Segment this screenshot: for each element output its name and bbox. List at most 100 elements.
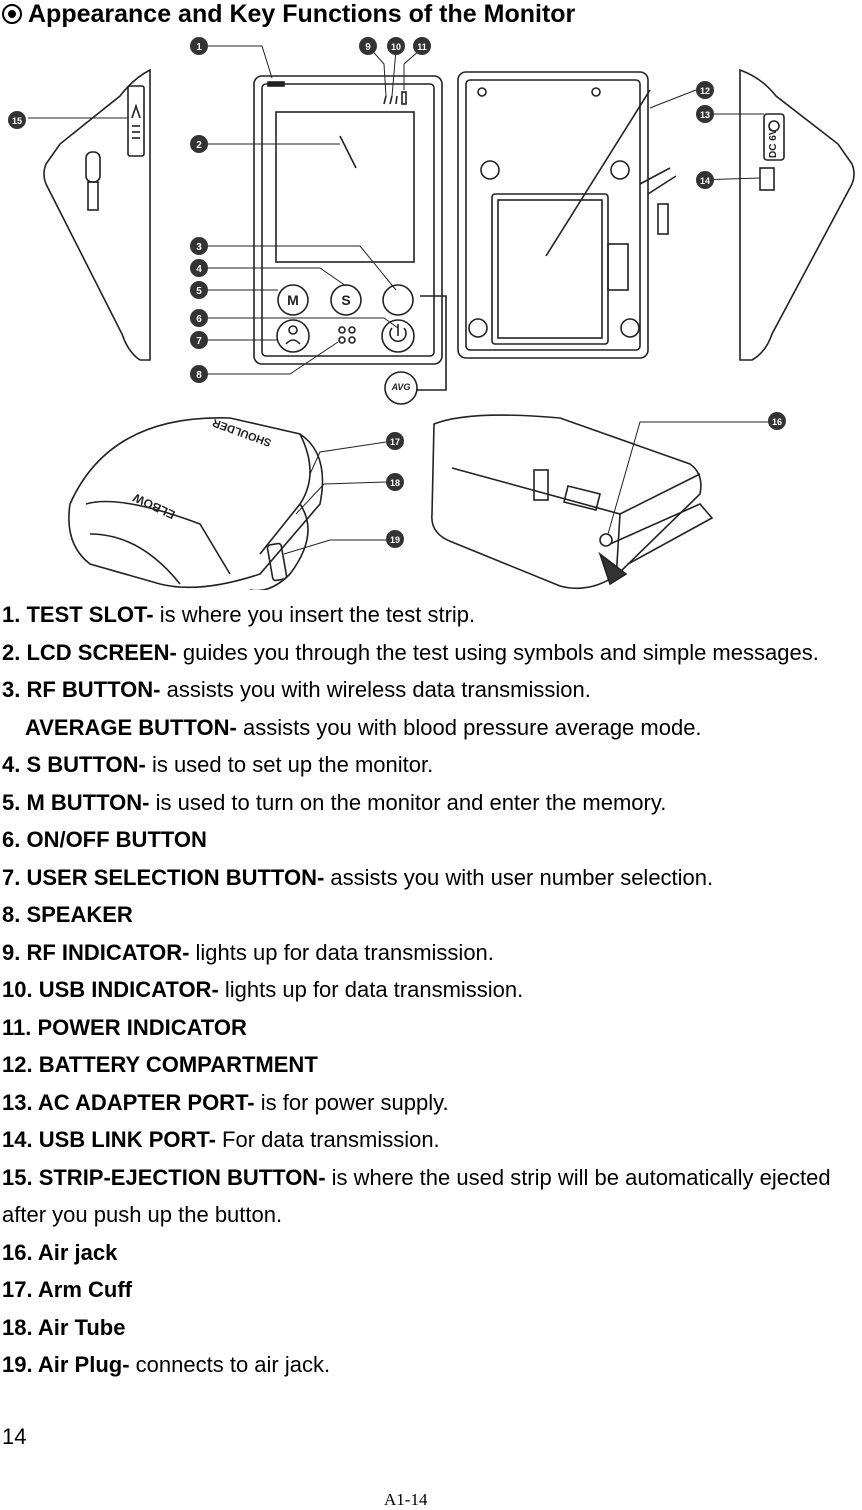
callout-5: 5 [190, 281, 208, 299]
item-label: 18. Air Tube [2, 1314, 126, 1340]
item-label: 16. Air jack [2, 1239, 118, 1265]
callout-4: 4 [190, 259, 208, 277]
item-text: connects to air jack. [129, 1352, 331, 1377]
list-item: 19. Air Plug- connects to air jack. [2, 1346, 860, 1384]
monitor-illustration: 1 2 3 4 5 6 7 8 9 10 11 12 13 14 15 16 1… [8, 37, 855, 590]
item-label: 6. ON/OFF BUTTON [2, 827, 207, 852]
item-text: is where the used strip will be automati… [2, 1164, 831, 1228]
callout-3: 3 [190, 237, 208, 255]
callout-17: 17 [386, 432, 404, 450]
list-item: 7. USER SELECTION BUTTON- assists you wi… [2, 859, 860, 897]
item-label: 14. USB LINK PORT- [2, 1127, 216, 1152]
list-item: 17. Arm Cuff [2, 1271, 860, 1309]
svg-text:9: 9 [365, 42, 371, 53]
callout-19: 19 [386, 530, 404, 548]
callout-6: 6 [190, 309, 208, 327]
leader-lines [28, 45, 770, 555]
svg-text:3: 3 [196, 242, 202, 253]
item-text: is used to set up the monitor. [145, 752, 434, 777]
list-item: 9. RF INDICATOR- lights up for data tran… [2, 934, 860, 972]
svg-text:11: 11 [417, 42, 427, 52]
item-label: 1. TEST SLOT- [2, 602, 154, 627]
item-label: 17. Arm Cuff [2, 1277, 132, 1302]
list-item: 14. USB LINK PORT- For data transmission… [2, 1121, 860, 1159]
list-item: 13. AC ADAPTER PORT- is for power supply… [2, 1084, 860, 1122]
list-item: 16. Air jack [2, 1234, 860, 1272]
svg-text:8: 8 [196, 370, 202, 381]
list-item: AVERAGE BUTTON- assists you with blood p… [2, 709, 860, 747]
list-item: 15. STRIP-EJECTION BUTTON- is where the … [2, 1159, 860, 1234]
svg-text:7: 7 [196, 336, 202, 347]
item-text: assists you with blood pressure average … [236, 714, 702, 740]
callout-9: 9 [359, 37, 377, 55]
svg-text:5: 5 [196, 286, 202, 297]
callout-13: 13 [696, 105, 714, 123]
dc-port-label: DC 6V [768, 128, 779, 158]
item-text: lights up for data transmission. [218, 977, 524, 1002]
list-item: 10. USB INDICATOR- lights up for data tr… [2, 971, 860, 1009]
svg-text:17: 17 [390, 437, 400, 447]
item-text: is used to turn on the monitor and enter… [149, 789, 667, 815]
list-item: 4. S BUTTON- is used to set up the monit… [2, 746, 860, 784]
callout-10: 10 [387, 37, 405, 55]
cuff-view [68, 417, 324, 590]
callout-1: 1 [190, 37, 208, 55]
target-bullet-icon [2, 4, 22, 24]
list-item: 11. POWER INDICATOR [2, 1009, 860, 1047]
cuff-elbow-label: ELBOW [130, 490, 177, 522]
svg-text:2: 2 [196, 140, 202, 151]
callout-2: 2 [190, 135, 208, 153]
item-label: 4. S BUTTON- [2, 752, 146, 777]
item-label: AVERAGE BUTTON- [25, 714, 237, 740]
list-item: 6. ON/OFF BUTTON [2, 821, 860, 859]
m-button-label: M [287, 292, 299, 308]
list-item: 3. RF BUTTON- assists you with wireless … [2, 671, 860, 709]
svg-text:4: 4 [196, 264, 202, 275]
item-label: 5. M BUTTON- [2, 789, 150, 815]
item-label: 2. LCD SCREEN- [2, 639, 177, 665]
item-text: lights up for data transmission. [189, 939, 494, 965]
item-label: 11. POWER INDICATOR [2, 1014, 247, 1040]
callout-14: 14 [696, 171, 714, 189]
section-heading: Appearance and Key Functions of the Moni… [2, 0, 575, 29]
svg-text:13: 13 [700, 110, 710, 120]
list-item: 1. TEST SLOT- is where you insert the te… [2, 596, 860, 634]
item-text: is for power supply. [254, 1089, 449, 1115]
callout-7: 7 [190, 331, 208, 349]
front-view [253, 75, 447, 405]
callout-16: 16 [768, 412, 786, 430]
item-label: 10. USB INDICATOR- [2, 977, 219, 1002]
svg-text:18: 18 [390, 478, 400, 488]
item-label: 12. BATTERY COMPARTMENT [2, 1052, 318, 1077]
key-functions-list: 1. TEST SLOT- is where you insert the te… [2, 596, 860, 1384]
svg-text:15: 15 [12, 116, 22, 126]
callout-15: 15 [8, 111, 26, 129]
item-text: assists you with user number selection. [324, 864, 714, 890]
list-item: 5. M BUTTON- is used to turn on the moni… [2, 784, 860, 822]
svg-text:6: 6 [196, 314, 202, 325]
section-heading-text: Appearance and Key Functions of the Moni… [28, 0, 576, 28]
item-label: 19. Air Plug- [2, 1352, 130, 1377]
list-item: 18. Air Tube [2, 1309, 860, 1347]
side-view-left [43, 68, 151, 361]
callout-8: 8 [190, 365, 208, 383]
item-text: guides you through the test using symbol… [176, 639, 819, 665]
item-text: is where you insert the test strip. [153, 602, 476, 627]
svg-text:19: 19 [390, 535, 400, 545]
callout-markers: 1 2 3 4 5 6 7 8 9 10 11 12 13 14 15 16 1… [8, 37, 786, 548]
list-item: 8. SPEAKER [2, 896, 860, 934]
svg-text:10: 10 [391, 42, 401, 52]
back-view [457, 71, 677, 359]
svg-text:14: 14 [700, 176, 710, 186]
item-text: For data transmission. [215, 1127, 440, 1152]
list-item: 2. LCD SCREEN- guides you through the te… [2, 634, 860, 672]
item-label: 13. AC ADAPTER PORT- [2, 1089, 255, 1115]
page-footer: A1-14 [384, 1490, 428, 1509]
item-text: assists you with wireless data transmiss… [160, 677, 591, 702]
svg-text:16: 16 [772, 417, 782, 427]
callout-11: 11 [413, 37, 431, 55]
item-label: 7. USER SELECTION BUTTON- [2, 864, 325, 890]
svg-text:12: 12 [700, 86, 710, 96]
air-jack-view [431, 414, 714, 590]
item-label: 9. RF INDICATOR- [2, 939, 190, 965]
